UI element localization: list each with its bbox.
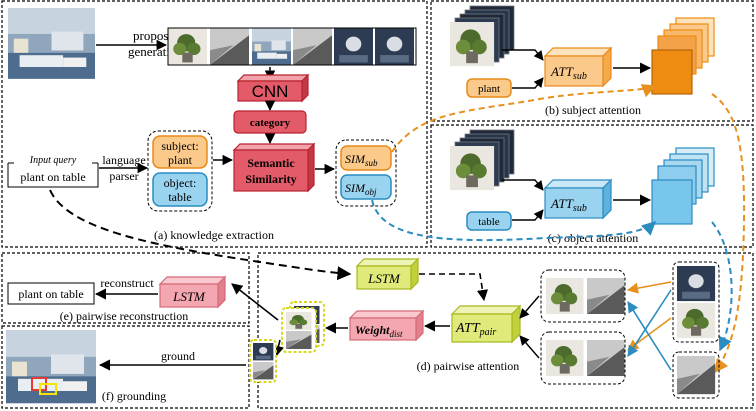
region-stack-icon <box>450 129 515 191</box>
svg-text:plant on table: plant on table <box>18 287 83 301</box>
sim-sub-to-subject-connector <box>391 84 657 153</box>
svg-text:subject:: subject: <box>161 139 198 153</box>
word-table-box: table <box>466 211 512 231</box>
input-query-text: plant on table <box>20 170 85 184</box>
similarity-label: Similarity <box>245 172 296 186</box>
cube-stack-icon <box>651 147 715 225</box>
panel-d-pairwise-attention: LSTM ATTpair Weightdist <box>281 257 720 399</box>
word-to-att-arrow <box>512 209 544 221</box>
svg-text:SIMsub: SIMsub <box>345 152 378 168</box>
lstm-to-attpair-arrow <box>419 273 489 302</box>
panel-b-border <box>430 0 754 122</box>
svg-text:LSTM: LSTM <box>367 271 401 286</box>
reconstruct-label: reconstruct <box>100 276 154 290</box>
semantic-similarity-box: Semantic Similarity <box>232 142 316 193</box>
att-pair-box: ATTpair <box>450 304 522 344</box>
subject-to-pair-connector <box>711 93 746 374</box>
cnn-box: CNN <box>236 73 310 103</box>
caption-f: (f) grounding <box>102 389 166 403</box>
panel-a-border <box>1 0 428 248</box>
reconstructed-query-box: plant on table <box>7 282 95 305</box>
weighted-pair-stack <box>281 301 325 353</box>
panel-b-subject-attention: plant ATTsub (b) subject attention <box>450 5 715 117</box>
language-label: language <box>102 153 145 167</box>
svg-text:plant: plant <box>168 153 193 167</box>
input-query-label: Input query <box>29 155 77 166</box>
subject-candidates <box>672 261 720 343</box>
semantic-label: Semantic <box>247 156 295 170</box>
regions-to-att-arrow <box>502 179 544 191</box>
ground-label: ground <box>161 349 195 363</box>
weight-dist-box: Weightdist <box>348 309 425 342</box>
pair2-to-attpair-arrow <box>519 335 540 359</box>
att-sub-box-c: ATTsub <box>543 178 613 220</box>
word-to-att-arrow <box>512 77 544 89</box>
pair-link-blue <box>627 289 672 357</box>
sim-group <box>335 139 397 207</box>
lstm-box-d: LSTM <box>355 257 420 291</box>
svg-text:ATTpair: ATTpair <box>455 321 496 338</box>
panel-f-border <box>1 325 250 409</box>
att-sub-box-b: ATTsub <box>543 46 613 88</box>
panel-c-object-attention: table ATTsub (c) object attention <box>450 129 715 245</box>
pairs-to-lstm-arrow <box>231 283 279 321</box>
sim-obj-to-object-connector <box>371 199 657 242</box>
object-box: object: table <box>152 172 208 207</box>
category-label: category <box>250 117 291 129</box>
object-to-pair-connector <box>711 221 733 352</box>
sim-sub-box: SIMsub <box>340 145 392 171</box>
cnn-label: CNN <box>252 82 289 101</box>
sim-obj-box: SIMobj <box>340 174 392 200</box>
lstm-box-e: LSTM <box>158 275 227 309</box>
svg-text:LSTM: LSTM <box>172 289 206 304</box>
caption-b: (b) subject attention <box>545 103 641 117</box>
caption-c: (c) object attention <box>548 231 639 245</box>
ground-pair-crop <box>249 339 277 383</box>
cube-stack-icon <box>651 17 715 95</box>
pair-link-orange <box>626 281 672 294</box>
pair-link-blue <box>627 301 672 371</box>
regions-to-att-arrow <box>502 49 544 61</box>
panel-c-border <box>430 124 754 248</box>
svg-text:table: table <box>478 216 499 228</box>
subject-box: subject: plant <box>152 135 208 169</box>
svg-text:object:: object: <box>164 176 197 190</box>
region-stack-icon <box>450 5 515 67</box>
proposal-label: proposal <box>133 28 178 43</box>
svg-text:ATTsub: ATTsub <box>550 196 587 214</box>
svg-text:table: table <box>168 190 191 204</box>
category-box: category <box>233 110 307 134</box>
panel-e-pairwise-reconstruction: LSTM reconstruct plant on table (e) pair… <box>7 275 279 323</box>
query-to-lstm-connector <box>49 189 352 281</box>
proposal-strip <box>167 27 417 66</box>
panel-f-grounding: ground (f) grounding <box>6 330 284 404</box>
pair-candidate-1 <box>540 269 626 323</box>
svg-text:SIMobj: SIMobj <box>345 181 377 197</box>
panel-d-border <box>257 252 754 409</box>
caption-d: (d) pairwise attention <box>417 359 520 373</box>
pair-candidate-2 <box>540 331 626 385</box>
caption-e: (e) pairwise reconstruction <box>60 309 189 323</box>
scene-photo-icon <box>8 8 95 79</box>
caption-a: (a) knowledge extraction <box>154 228 274 242</box>
svg-text:ATTsub: ATTsub <box>550 64 587 82</box>
object-candidates <box>672 351 720 399</box>
panel-a-knowledge-extraction: proposal generation CNN category <box>7 8 417 242</box>
pair1-to-attpair-arrow <box>519 295 540 319</box>
svg-text:Weightdist: Weightdist <box>355 323 403 339</box>
pairs-to-ground-arrow <box>273 339 284 358</box>
grounded-photo <box>6 330 96 404</box>
word-plant-box: plant <box>466 78 512 98</box>
svg-text:plant: plant <box>478 83 500 95</box>
parser-label: parser <box>109 169 138 183</box>
parsed-group <box>147 130 213 212</box>
input-query-box: Input query plant on table <box>7 155 99 188</box>
panel-e-border <box>1 252 250 324</box>
